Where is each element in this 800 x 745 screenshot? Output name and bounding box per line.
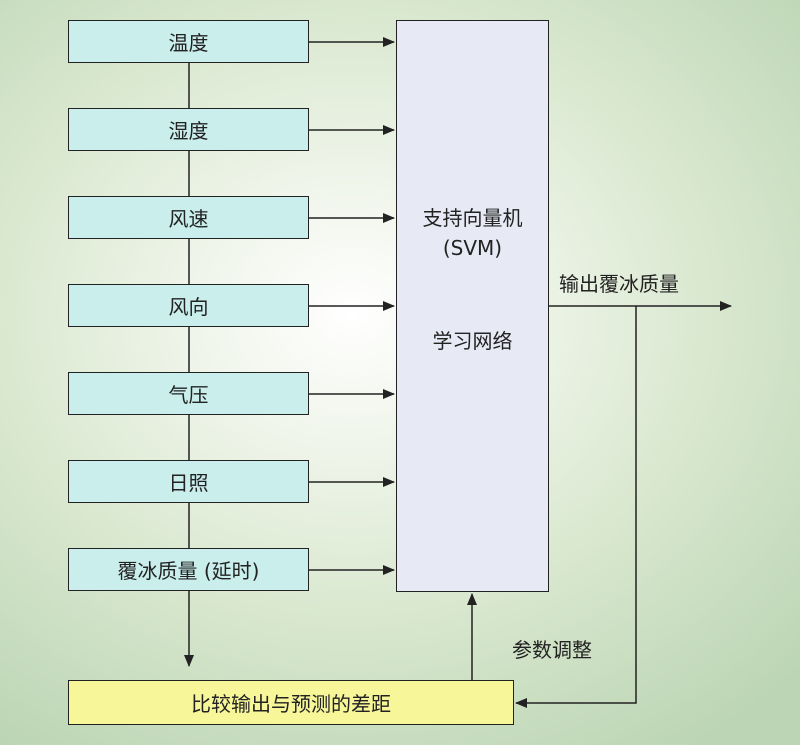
input-label-humidity: 湿度: [168, 119, 209, 143]
feedback-label: 参数调整: [512, 638, 592, 662]
input-box-temperature: 温度: [68, 20, 309, 63]
output-label: 输出覆冰质量: [559, 272, 679, 296]
input-box-pressure: 气压: [68, 372, 309, 415]
input-label-wind-speed: 风速: [168, 207, 209, 231]
input-box-wind-direction: 风向: [68, 284, 309, 327]
input-label-pressure: 气压: [168, 383, 209, 407]
compare-label: 比较输出与预测的差距: [191, 692, 391, 716]
arrow-output-to-compare: [515, 306, 637, 708]
svm-abbreviation: (SVM): [442, 236, 503, 260]
input-label-wind-direction: 风向: [168, 295, 209, 319]
input-box-sunshine: 日照: [68, 460, 309, 503]
svm-learning-network-box: 支持向量机 (SVM) 学习网络: [396, 20, 549, 592]
svm-title: 支持向量机: [422, 206, 523, 230]
input-label-sunshine: 日照: [168, 471, 209, 495]
compare-box: 比较输出与预测的差距: [68, 680, 514, 725]
input-label-temperature: 温度: [168, 31, 209, 55]
input-box-icing-delayed: 覆冰质量 (延时): [68, 548, 309, 591]
input-label-icing-delayed: 覆冰质量 (延时): [117, 559, 260, 583]
input-box-humidity: 湿度: [68, 108, 309, 151]
svm-subtitle: 学习网络: [432, 329, 513, 353]
input-box-wind-speed: 风速: [68, 196, 309, 239]
